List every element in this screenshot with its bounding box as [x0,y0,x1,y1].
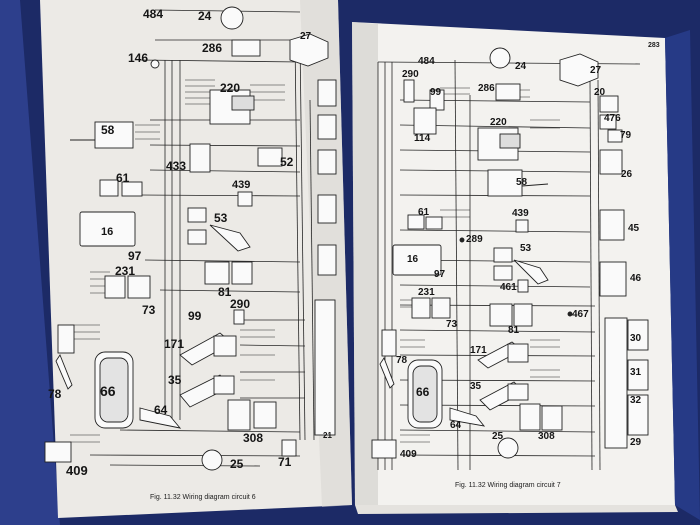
label-73: 73 [446,319,458,330]
label-409: 409 [66,463,88,478]
label-290: 290 [230,297,251,311]
label-484: 484 [418,56,435,67]
label-78: 78 [396,355,408,366]
label-308: 308 [538,431,555,442]
label-290: 290 [402,69,419,80]
label-53: 53 [214,211,228,225]
label-61: 61 [116,171,130,185]
label-81: 81 [218,285,232,299]
label-467: 467 [572,309,589,320]
label-78: 78 [48,387,62,401]
label-35: 35 [470,381,482,392]
label-64: 64 [450,420,462,431]
left-components [44,6,337,471]
label-439: 439 [232,179,251,191]
label-99: 99 [188,309,202,323]
label-27: 27 [300,31,312,42]
label-171: 171 [164,337,185,351]
label-29: 29 [630,437,642,448]
label-97: 97 [128,249,142,263]
right-components [371,47,649,459]
label-484: 484 [143,7,164,21]
left-wiring-diagram [70,9,315,467]
right-page-number: 283 [648,42,660,49]
label-21: 21 [323,431,332,440]
label-114: 114 [414,133,431,144]
label-231: 231 [115,264,136,278]
label-64: 64 [154,403,168,417]
label-146: 146 [128,51,149,65]
label-286: 286 [202,41,223,55]
label-231: 231 [418,287,435,298]
label-46: 46 [630,273,642,284]
label-73: 73 [142,303,156,317]
label-16: 16 [101,226,114,238]
label-409: 409 [400,449,417,460]
label-27: 27 [590,65,602,76]
label-433: 433 [166,159,187,173]
label-66: 66 [416,385,430,399]
label-24: 24 [198,9,212,23]
label-53: 53 [520,243,532,254]
label-26: 26 [621,169,633,180]
label-35: 35 [168,373,182,387]
label-308: 308 [243,431,264,445]
label-25: 25 [492,431,504,442]
label-79: 79 [620,130,632,141]
label-81: 81 [508,325,520,336]
label-52: 52 [280,155,294,169]
label-58: 58 [516,177,528,188]
label-58: 58 [101,123,115,137]
label-71: 71 [278,455,292,469]
label-461: 461 [500,282,517,293]
label-25: 25 [230,457,244,471]
label-439: 439 [512,208,529,219]
label-24: 24 [515,61,527,72]
label-220: 220 [220,81,241,95]
label-286: 286 [478,83,495,94]
label-99: 99 [430,87,442,98]
label-20: 20 [594,87,606,98]
label-30: 30 [630,333,642,344]
label-220: 220 [490,117,507,128]
label-289: 289 [466,234,483,245]
label-171: 171 [470,345,487,356]
label-32: 32 [630,395,642,406]
label-97: 97 [434,269,446,280]
label-61: 61 [418,207,430,218]
left-page-caption: Fig. 11.32 Wiring diagram circuit 6 [150,494,256,501]
label-66: 66 [100,383,116,399]
label-16: 16 [407,254,419,265]
label-476: 476 [604,113,621,124]
label-45: 45 [628,223,640,234]
label-31: 31 [630,367,642,378]
right-page-caption: Fig. 11.32 Wiring diagram circuit 7 [455,482,561,489]
